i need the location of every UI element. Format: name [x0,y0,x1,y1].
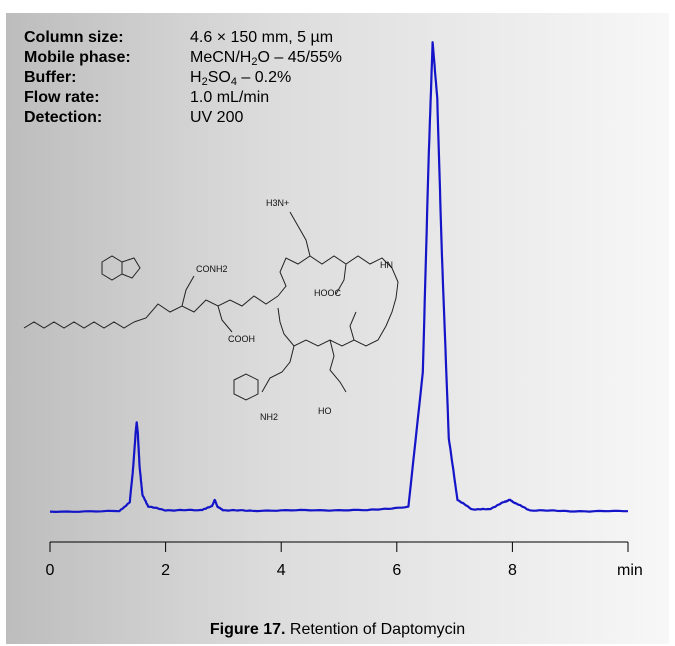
side-chain-ornithine [289,211,311,257]
chromatogram-trace [49,41,628,513]
kyn-ring [233,373,259,401]
x-tick-label: 4 [277,562,286,579]
label-ho: HO [318,406,332,416]
x-axis-ticks: 0 2 4 6 8 [46,542,629,579]
param-row-buffer: Buffer: H2SO4 – 0.2% [24,68,342,88]
x-tick-label: 6 [392,562,401,579]
param-value: 4.6 × 150 mm, 5 µm [190,29,334,46]
method-parameters: Column size: 4.6 × 150 mm, 5 µm Mobile p… [24,28,342,128]
indole-ring [101,255,123,281]
caption-number: Figure 17. [209,621,286,638]
param-value: H2SO4 – 0.2% [190,69,292,88]
param-row-column: Column size: 4.6 × 150 mm, 5 µm [24,28,342,48]
figure-panel [6,13,669,644]
param-value: 1.0 mL/min [190,89,270,106]
side-chain-asp [217,305,233,333]
side-chain-kyn [261,345,295,393]
lipid-tail [23,321,135,329]
param-label: Flow rate: [24,89,100,106]
side-chain-methylglu [329,339,347,393]
label-nh2: NH2 [260,412,278,422]
x-tick-label: 0 [46,562,55,579]
caption-text: Retention of Daptomycin [285,621,466,638]
side-chain-asp2 [335,263,347,295]
x-tick-label: 2 [161,562,170,579]
label-hn: HN [380,260,393,270]
daptomycin-structure-icon [23,211,399,401]
backbone-1 [133,295,279,323]
backbone-2 [277,255,399,347]
label-conh2: CONH2 [196,264,228,274]
param-value: MeCN/H2O – 45/55% [190,49,342,68]
param-label: Column size: [24,29,124,46]
label-amine: H3N+ [266,198,289,208]
param-value: UV 200 [190,109,244,126]
label-cooh: COOH [228,334,255,344]
param-label: Detection: [24,109,103,126]
param-row-mobile-phase: Mobile phase: MeCN/H2O – 45/55% [24,48,342,68]
param-row-flow-rate: Flow rate: 1.0 mL/min [24,88,342,108]
x-tick-label: 8 [508,562,517,579]
x-axis-label: min [617,562,643,579]
side-chain-asn [181,275,195,307]
side-chain-ser [349,311,357,341]
indole-pyrrole [121,257,141,279]
param-label: Buffer: [24,69,77,86]
figure-caption: Figure 17. Retention of Daptomycin [0,621,675,639]
label-hooc: HOOC [314,288,342,298]
param-label: Mobile phase: [24,49,131,66]
structure-labels: H3N+ CONH2 COOH NH2 HOOC HO HN [196,198,393,422]
param-row-detection: Detection: UV 200 [24,108,342,128]
